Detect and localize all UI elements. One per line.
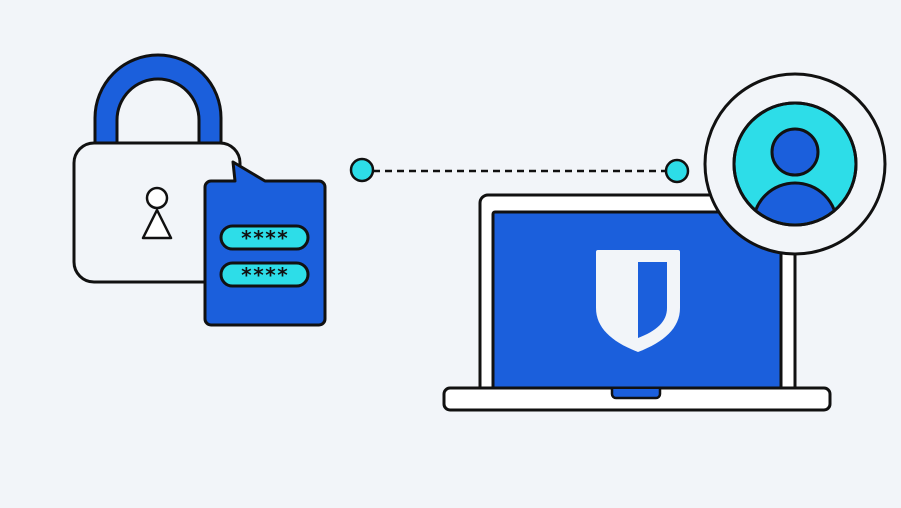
laptop-icon	[442, 193, 832, 412]
password-mask-2: ****	[240, 263, 288, 287]
shield-logo-icon	[596, 250, 680, 352]
padlock-icon	[72, 53, 242, 284]
user-head	[770, 127, 820, 177]
user-profile-icon	[703, 72, 887, 256]
connection-dot-left	[349, 157, 375, 183]
password-field-1	[219, 224, 310, 251]
keyhole-icon	[141, 186, 173, 240]
connection-line	[349, 157, 690, 184]
connection-dot-right	[664, 158, 690, 184]
password-card: **** ****	[203, 160, 327, 327]
password-mask-1: ****	[240, 226, 288, 250]
password-field-2	[219, 261, 310, 288]
